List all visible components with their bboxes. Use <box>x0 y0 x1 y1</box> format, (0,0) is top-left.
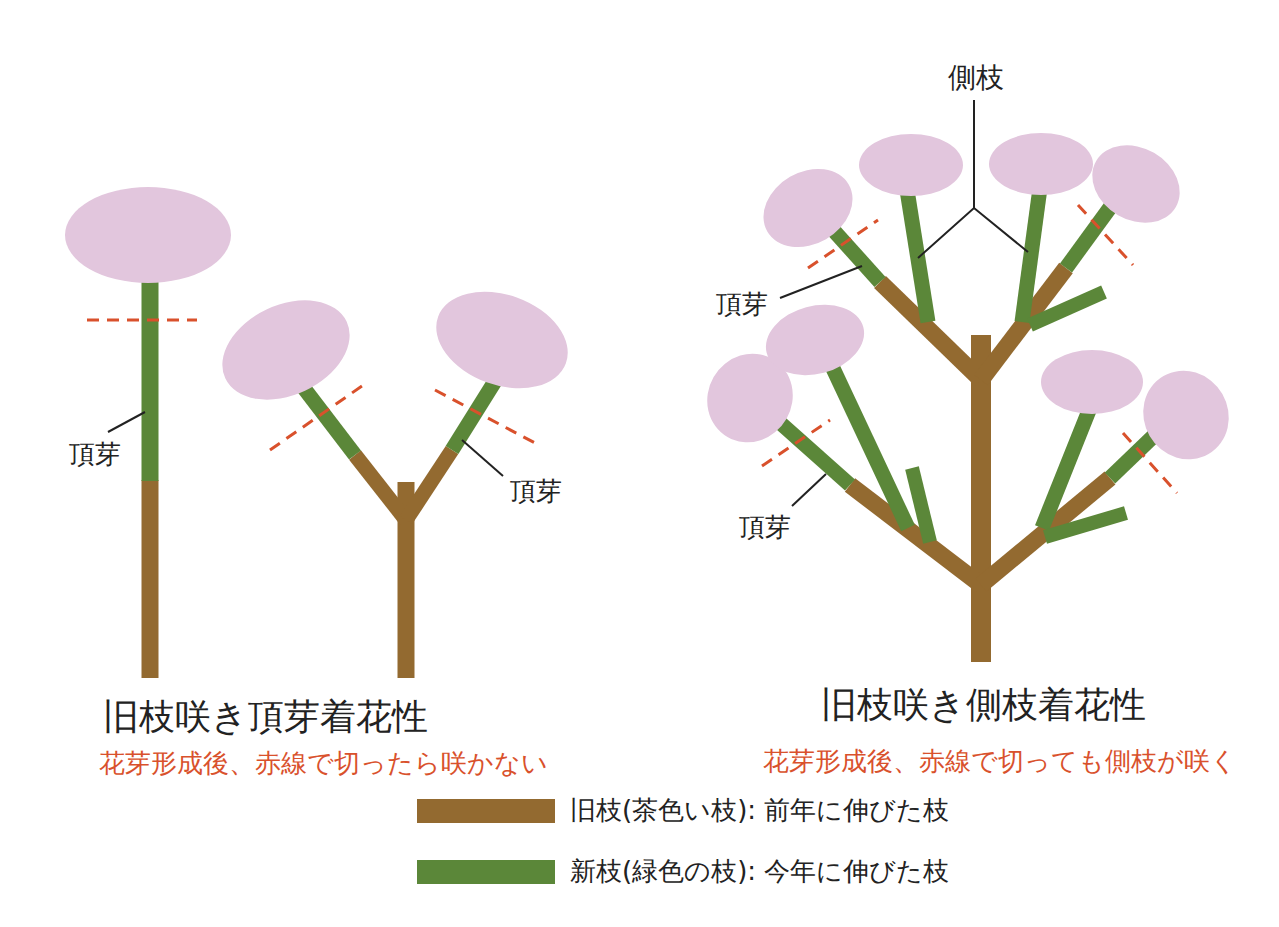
new-branch <box>1030 292 1104 325</box>
caption-heading: 旧枝咲き頂芽着花性 <box>103 695 428 738</box>
flower <box>758 294 872 386</box>
new-branch <box>142 280 159 481</box>
old-branch <box>142 480 159 678</box>
cut-line <box>435 390 535 443</box>
flower <box>1041 350 1143 414</box>
legend-row: 旧枝(茶色い枝): 前年に伸びた枝 <box>417 793 949 828</box>
cut-line <box>1078 205 1133 265</box>
leader-line <box>973 100 975 208</box>
flower <box>65 187 231 283</box>
part-label: 頂芽 <box>716 289 768 320</box>
cut-line <box>808 220 878 268</box>
new-branch <box>1045 513 1126 537</box>
caption-note: 花芽形成後、赤線で切っても側枝が咲く <box>763 746 1237 777</box>
flower <box>859 134 963 196</box>
flower <box>989 133 1093 195</box>
part-label: 側枝 <box>948 61 1004 95</box>
legend-text: 新枝(緑色の枝): 今年に伸びた枝 <box>570 854 949 889</box>
part-label: 頂芽 <box>510 476 562 507</box>
caption-note: 花芽形成後、赤線で切ったら咲かない <box>99 748 548 779</box>
part-label: 頂芽 <box>69 439 121 470</box>
cut-line <box>762 420 830 466</box>
leader-bracket <box>918 208 1028 258</box>
leader-line <box>780 266 862 298</box>
new-branch <box>830 362 908 528</box>
legend-text: 旧枝(茶色い枝): 前年に伸びた枝 <box>570 793 949 828</box>
leader-line <box>108 412 145 432</box>
leader-line <box>792 474 826 506</box>
new-branch <box>912 468 930 542</box>
flower <box>423 274 582 405</box>
caption-heading: 旧枝咲き側枝着花性 <box>821 683 1146 726</box>
legend-swatch <box>417 799 555 823</box>
cut-line <box>87 319 197 322</box>
legend-row: 新枝(緑色の枝): 今年に伸びた枝 <box>417 854 949 889</box>
flower <box>749 153 866 262</box>
new-branch <box>907 190 928 322</box>
part-label: 頂芽 <box>739 512 791 543</box>
cut-lines <box>87 205 1177 493</box>
new-branch <box>1042 408 1090 528</box>
new-branch <box>1022 188 1040 322</box>
flowers <box>65 130 1245 475</box>
legend-swatch <box>417 860 555 884</box>
leader-line <box>462 440 503 476</box>
flower <box>1127 355 1245 475</box>
new-branch <box>300 383 355 455</box>
old-branch <box>406 450 452 520</box>
new-branch <box>452 378 497 450</box>
old-branch <box>355 455 406 520</box>
cut-line <box>1123 433 1177 493</box>
leader-lines <box>108 100 1028 506</box>
branches <box>150 188 1162 678</box>
cut-line <box>270 386 362 450</box>
